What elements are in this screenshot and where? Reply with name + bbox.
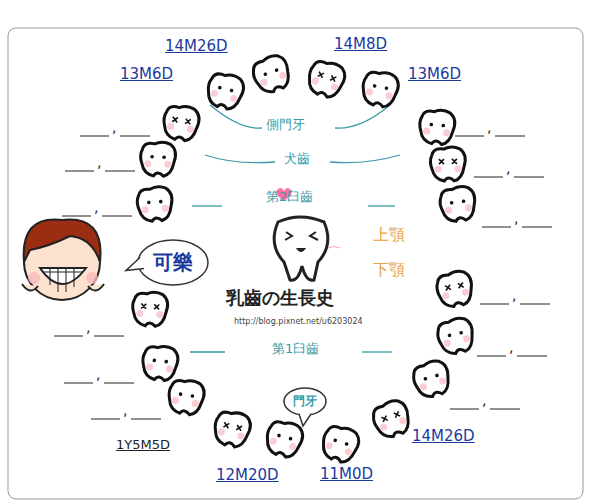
date-label: 14M26D	[165, 38, 228, 55]
date-label: 11M0D	[320, 466, 373, 483]
date-label: 14M26D	[412, 428, 475, 445]
tooth	[141, 344, 179, 381]
tooth	[435, 269, 475, 309]
text-label: 下顎	[373, 261, 405, 279]
guide-lines	[190, 105, 400, 352]
tooth	[410, 358, 453, 400]
comma: ,	[506, 161, 510, 176]
date-label: 1Y5M5D	[116, 438, 170, 452]
text-label: 犬齒	[284, 152, 310, 166]
tooth	[305, 58, 348, 101]
tooth	[161, 104, 200, 143]
comma: ,	[512, 288, 516, 303]
tooth	[166, 377, 206, 416]
text-label: 上顎	[373, 226, 405, 244]
comma: ,	[86, 320, 90, 335]
tooth	[418, 109, 456, 146]
comma: ,	[509, 340, 513, 355]
comma: ,	[96, 367, 100, 382]
speech-bubble: 門牙	[282, 386, 328, 417]
teeth	[132, 52, 477, 465]
date-label: 13M6D	[120, 66, 173, 83]
tooth	[370, 397, 414, 440]
text-label: 側門牙	[266, 118, 305, 132]
comma: ,	[514, 211, 518, 226]
text-label: 第2臼齒	[266, 190, 313, 204]
tooth	[204, 70, 246, 111]
tooth	[249, 52, 293, 96]
bubble-text: 可樂	[136, 249, 210, 276]
date-label: 13M6D	[408, 66, 461, 83]
comma: ,	[97, 155, 101, 170]
comma: ,	[123, 403, 127, 418]
tooth	[136, 186, 173, 222]
speech-bubble: 可樂	[136, 238, 210, 287]
frame	[8, 28, 583, 499]
boy-face	[22, 220, 104, 300]
blank-lines	[54, 136, 552, 419]
tooth	[360, 69, 401, 109]
comma: ,	[482, 393, 486, 408]
tooth	[263, 418, 305, 460]
tooth	[438, 185, 477, 223]
tooth	[212, 409, 253, 449]
comma: ,	[94, 200, 98, 215]
comma: ,	[487, 120, 491, 135]
text-label: http://blog.pixnet.net/u6203024	[234, 318, 363, 327]
date-label: 14M8D	[334, 36, 387, 53]
tooth	[435, 316, 477, 357]
date-label: 12M20D	[216, 467, 279, 484]
text-label: 乳齒の生長史	[226, 288, 334, 308]
comma: ,	[112, 120, 116, 135]
text-label: 第1臼齒	[272, 342, 319, 356]
tooth	[430, 147, 465, 182]
tooth	[318, 422, 362, 465]
bubble-text: 門牙	[282, 393, 328, 410]
tooth	[140, 141, 176, 176]
tooth	[132, 291, 169, 327]
